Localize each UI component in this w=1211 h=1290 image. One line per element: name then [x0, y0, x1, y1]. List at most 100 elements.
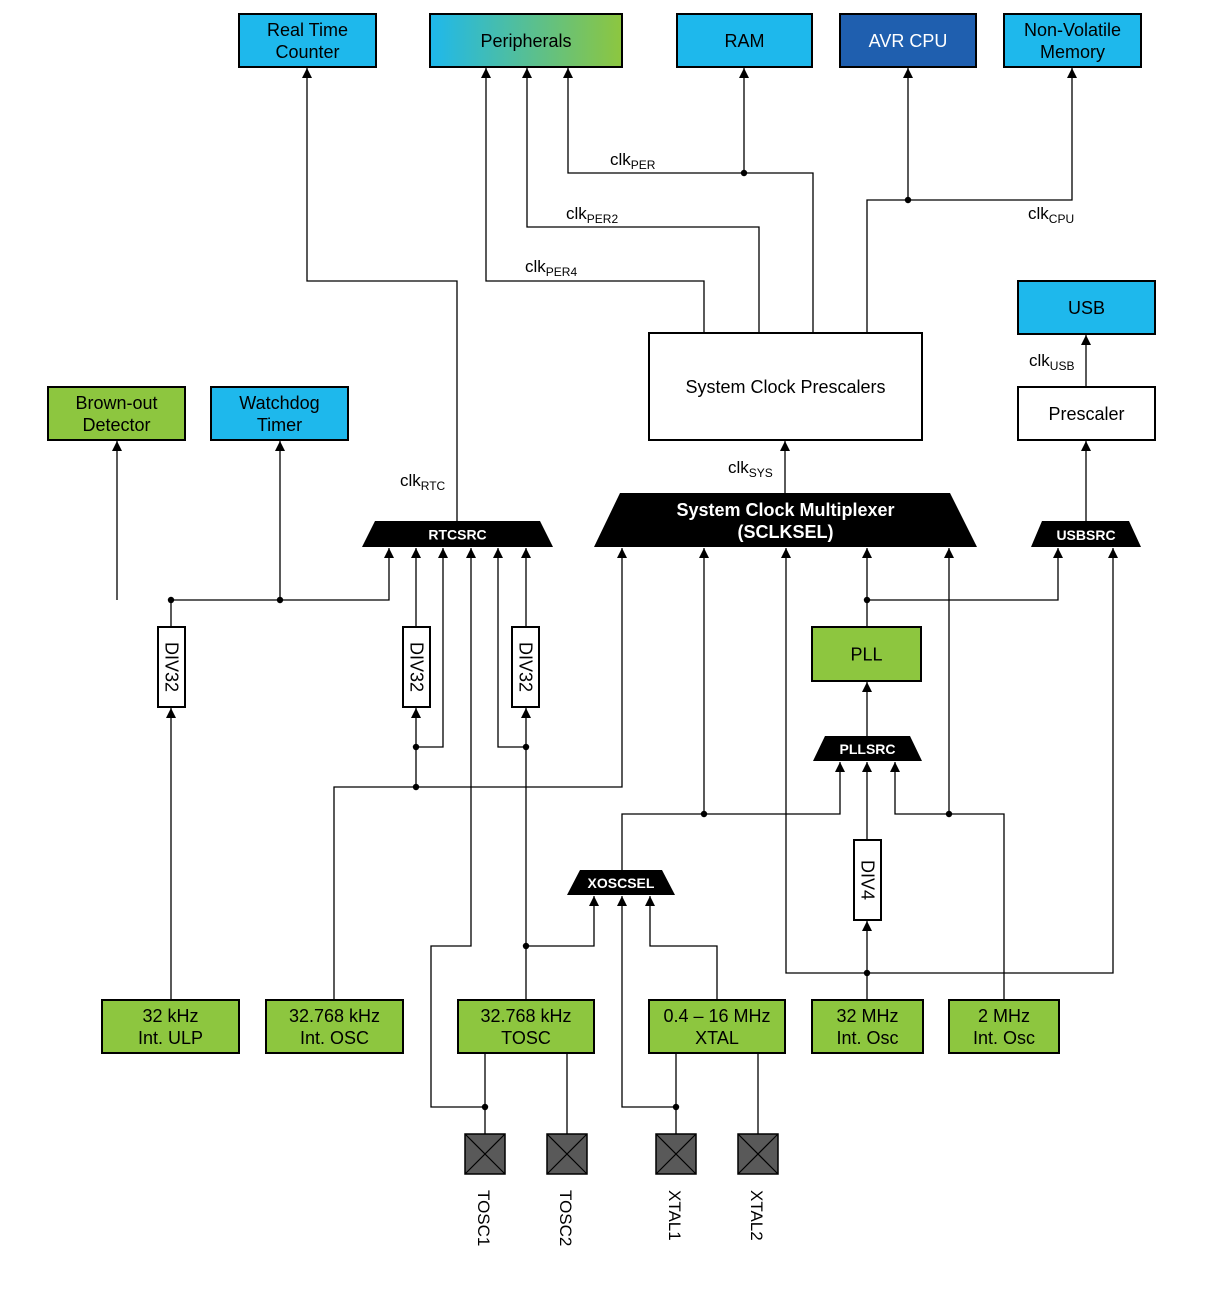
clk-usb-label: clkUSB: [1029, 351, 1074, 373]
peripherals-block: Peripherals: [429, 13, 623, 68]
clk-per4-wire: [481, 68, 705, 333]
junction-dot: [863, 596, 871, 604]
ram-block: RAM: [676, 13, 813, 68]
int-osc-to-rtcsrc-wire: [416, 548, 448, 748]
pin-tosc2-label: TOSC2: [556, 1190, 575, 1246]
pll-label: PLL: [850, 644, 882, 664]
pllsrc-mux: PLLSRC: [813, 736, 922, 761]
xtal1-to-xoscsel-wire: [617, 896, 677, 1134]
pin-tosc1-label: TOSC1: [474, 1190, 493, 1246]
clk-rtc-label: clkRTC: [400, 471, 446, 493]
pin-xtal1-label: XTAL1: [665, 1190, 684, 1241]
div32-ulp-label: DIV32: [162, 642, 182, 692]
junction-dot: [700, 810, 708, 818]
clk-per2-wire: [522, 68, 760, 333]
osc32m-to-sclksel-wire: [781, 548, 867, 974]
div4: DIV4: [853, 839, 882, 921]
pin-xtal1: XTAL1: [655, 1133, 697, 1241]
pin-tosc1: TOSC1: [464, 1133, 506, 1246]
pin-tosc2: TOSC2: [546, 1133, 588, 1246]
rtcsrc-mux: RTCSRC: [362, 521, 553, 547]
rtcsrc-label: RTCSRC: [428, 526, 486, 542]
junction-dots: [167, 169, 953, 1111]
junction-dot: [945, 810, 953, 818]
osc32m-to-usbsrc-wire: [867, 548, 1118, 974]
pll-to-usbsrc-wire: [867, 548, 1063, 601]
xoscsel-mux: XOSCSEL: [567, 870, 675, 895]
wires: [112, 68, 1118, 1134]
usb-prescaler-label: Prescaler: [1048, 404, 1124, 424]
pin-xtal2-label: XTAL2: [747, 1190, 766, 1241]
pll-block: PLL: [811, 626, 922, 682]
pllsrc-label: PLLSRC: [840, 741, 896, 757]
prescalers-label: System Clock Prescalers: [685, 377, 885, 397]
int-osc-to-sclksel-wire: [333, 548, 627, 1000]
div4-label: DIV4: [858, 860, 878, 900]
junction-dot: [863, 969, 871, 977]
ram-label: RAM: [725, 31, 765, 51]
usbsrc-mux: USBSRC: [1031, 521, 1141, 547]
tosc-to-xoscsel-wire: [526, 896, 599, 947]
usb-prescaler-block: Prescaler: [1017, 386, 1156, 441]
xtal-to-xoscsel-wire: [645, 896, 718, 1000]
div32-int-osc-label: DIV32: [407, 642, 427, 692]
clk-per-label: clkPER: [610, 150, 656, 172]
junction-dot: [481, 1103, 489, 1111]
div32-int-osc: DIV32: [402, 626, 431, 708]
usb-label: USB: [1068, 298, 1105, 318]
div32-ulp: DIV32: [157, 626, 186, 708]
xoscsel-label: XOSCSEL: [588, 875, 655, 891]
clk-per-wire: [563, 68, 814, 333]
div32-tosc-label: DIV32: [516, 642, 536, 692]
sclksel-label: System Clock Multiplexer(SCLKSEL): [676, 500, 894, 542]
clk-cpu-wire: [866, 68, 1077, 333]
clk-per2-label: clkPER2: [566, 204, 618, 226]
usbsrc-label: USBSRC: [1056, 527, 1115, 543]
clk-cpu-label: clkCPU: [1028, 204, 1074, 226]
avr-cpu-label: AVR CPU: [869, 31, 948, 51]
junction-dot: [276, 596, 284, 604]
avr-cpu-block: AVR CPU: [839, 13, 977, 68]
tosc-to-rtcsrc-wire: [493, 548, 526, 748]
junction-dot: [904, 196, 912, 204]
tosc1-to-rtcsrc-wire: [430, 548, 486, 1134]
div32-tosc: DIV32: [511, 626, 540, 708]
clk-rtc-wire: [302, 68, 458, 521]
pin-xtal2: XTAL2: [737, 1133, 779, 1241]
junction-dot: [522, 942, 530, 950]
clk-sys-label: clkSYS: [728, 458, 773, 480]
xoscsel-to-pllsrc-wire: [621, 762, 845, 870]
peripherals-label: Peripherals: [480, 31, 571, 51]
junction-dot: [412, 783, 420, 791]
junction-dot: [672, 1103, 680, 1111]
junction-dot: [412, 743, 420, 751]
system-clock-prescalers-block: System Clock Prescalers: [648, 332, 923, 441]
usb-block: USB: [1017, 280, 1156, 335]
junction-dot: [167, 596, 175, 604]
clk-per4-label: clkPER4: [525, 257, 577, 279]
system-clock-multiplexer: System Clock Multiplexer(SCLKSEL): [594, 493, 977, 547]
junction-dot: [522, 743, 530, 751]
junction-dot: [740, 169, 748, 177]
